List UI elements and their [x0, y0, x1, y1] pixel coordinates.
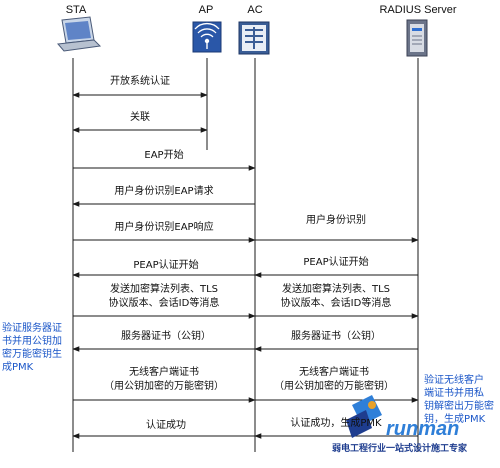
msg-cert-radius: 服务器证书（公钥）	[291, 331, 381, 342]
participant-ap-label: AP	[198, 4, 214, 16]
msg-client-cert-radius-line1: 无线客户端证书	[299, 367, 369, 378]
note-right-line4: 钥，生成PMK	[424, 414, 486, 425]
msg-success-ac: 认证成功	[146, 420, 186, 431]
note-left-line4: 成PMK	[2, 362, 34, 373]
note-right-line1: 验证无线客户	[424, 375, 484, 386]
msg-peap-start-radius: PEAP认证开始	[303, 257, 369, 268]
msg-client-cert-radius-line2: （用公钥加密的万能密钥）	[274, 381, 394, 392]
access-controller-icon	[238, 21, 270, 55]
note-left-line3: 密万能密钥生	[2, 349, 62, 360]
participant-radius-label: RADIUS Server	[379, 4, 457, 16]
note-left-line1: 验证服务器证	[2, 323, 62, 334]
msg-tls-ac-line1: 发送加密算法列表、TLS	[109, 284, 219, 295]
laptop-icon	[57, 16, 102, 52]
msg-id-to-radius: 用户身份识别	[306, 215, 366, 226]
participant-sta-label: STA	[65, 4, 87, 16]
access-point-icon	[192, 21, 222, 53]
note-right-line3: 钥解密出万能密	[424, 401, 494, 412]
watermark-brand: runman	[386, 418, 460, 440]
msg-tls-radius-line1: 发送加密算法列表、TLS	[281, 284, 391, 295]
note-right-line2: 端证书并用私	[424, 388, 484, 399]
msg-tls-radius-line2: 协议版本、会话ID等消息	[280, 298, 392, 309]
msg-success-radius: 认证成功，生成PMK	[290, 418, 382, 429]
server-icon	[406, 19, 428, 57]
msg-id-request: 用户身份识别EAP请求	[114, 186, 214, 197]
msg-id-response: 用户身份识别EAP响应	[114, 222, 214, 233]
msg-cert-ac: 服务器证书（公钥）	[121, 331, 211, 342]
note-left-line2: 书并用公钥加	[2, 336, 62, 347]
msg-client-cert-ac-line2: （用公钥加密的万能密钥）	[104, 381, 224, 392]
msg-eap-start: EAP开始	[144, 150, 184, 161]
watermark-sub: 弱电工程行业一站式设计施工专家	[332, 443, 468, 453]
watermark-logo-icon	[346, 395, 382, 438]
participant-ac-label: AC	[247, 4, 263, 16]
msg-assoc: 关联	[130, 112, 150, 123]
note-right: 验证无线客户 端证书并用私 钥解密出万能密 钥，生成PMK	[424, 374, 494, 426]
msg-peap-start-ac: PEAP认证开始	[133, 260, 199, 271]
msg-open-auth: 开放系统认证	[110, 76, 170, 87]
msg-tls-ac-line2: 协议版本、会话ID等消息	[108, 298, 220, 309]
msg-client-cert-ac-line1: 无线客户端证书	[129, 367, 199, 378]
note-left: 验证服务器证 书并用公钥加 密万能密钥生 成PMK	[2, 322, 62, 374]
